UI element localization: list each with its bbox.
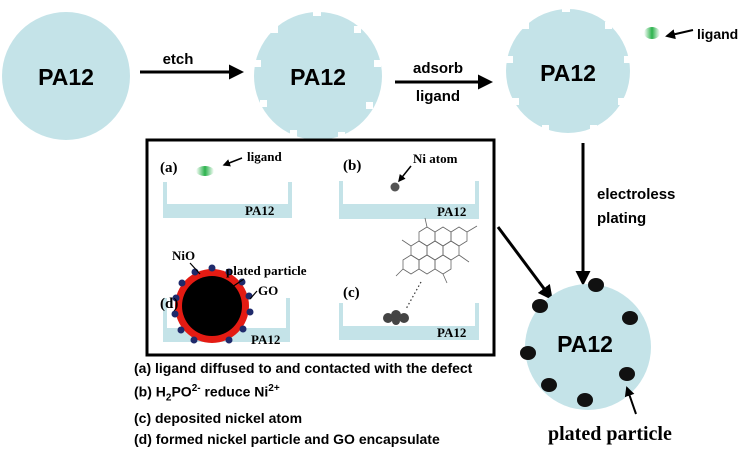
particle-etched-label: PA12 bbox=[290, 64, 346, 90]
nickel-particles bbox=[520, 278, 638, 407]
legend: (a) ligand diffused to and contacted wit… bbox=[134, 358, 554, 449]
particle-plated-label: PA12 bbox=[557, 331, 613, 357]
legend-item-b: (b) H2PO2- reduce Ni2+ bbox=[134, 379, 554, 409]
panel-b-substrate: PA12 bbox=[437, 204, 466, 219]
particle-plain: PA12 bbox=[2, 12, 130, 140]
plating-label-2: plating bbox=[597, 210, 646, 227]
go-label: GO bbox=[258, 283, 278, 298]
panel-a-substrate: PA12 bbox=[245, 203, 274, 218]
legend-b-sup2: 2- bbox=[191, 382, 201, 394]
legend-b-po: PO bbox=[171, 383, 192, 400]
legend-b-reduce: reduce Ni bbox=[200, 383, 269, 400]
panel-b-tag: (b) bbox=[343, 158, 361, 174]
panel-b-label: Ni atom bbox=[413, 151, 458, 166]
particle-ligand-label: PA12 bbox=[540, 60, 596, 86]
legend-b-sub2: 2 bbox=[165, 391, 172, 403]
panel-c-tag: (c) bbox=[343, 285, 360, 301]
panel-d: NiO plated particle GO (d) PA12 bbox=[160, 248, 307, 347]
mechanism-box: (a) ligand PA12 (b) Ni atom PA12 bbox=[145, 138, 496, 357]
particle-plated: PA12 plated particle bbox=[520, 278, 672, 445]
arrow-box-to-final bbox=[496, 226, 553, 301]
ligand-icon bbox=[644, 27, 660, 39]
go-connector bbox=[405, 281, 422, 310]
nickel-core bbox=[182, 276, 242, 336]
panel-b: (b) Ni atom PA12 bbox=[339, 151, 479, 219]
ligand-key-label: ligand bbox=[697, 26, 738, 42]
panel-c: (c) PA12 bbox=[339, 285, 479, 340]
particle-etched: PA12 bbox=[254, 8, 382, 140]
plated-particle-label: plated particle bbox=[548, 423, 672, 445]
legend-b-sup3: 2+ bbox=[268, 382, 280, 394]
legend-item-c: (c) deposited nickel atom bbox=[134, 410, 303, 427]
panel-c-substrate: PA12 bbox=[437, 325, 466, 340]
particle-ligand: PA12 bbox=[506, 5, 631, 133]
plated-particle-small-label: plated particle bbox=[226, 263, 307, 278]
panel-a-label: ligand bbox=[247, 149, 282, 164]
adsorb-ligand-label: ligand bbox=[416, 88, 460, 105]
ligand-key: ligand bbox=[644, 26, 738, 42]
panel-d-substrate: PA12 bbox=[251, 332, 280, 347]
plating-label: electroless bbox=[597, 186, 675, 203]
legend-item-a: (a) ligand diffused to and contacted wit… bbox=[134, 360, 473, 376]
ni-atom bbox=[390, 182, 400, 192]
arrow-etch: etch bbox=[140, 51, 244, 80]
arrow-plating: electroless plating bbox=[575, 143, 675, 286]
arrow-adsorb: adsorb ligand bbox=[395, 60, 493, 105]
graphene-oxide-structure bbox=[395, 217, 478, 284]
panel-a-tag: (a) bbox=[160, 160, 178, 176]
deposited-ni-atoms bbox=[383, 310, 409, 325]
adsorb-label: adsorb bbox=[413, 60, 463, 77]
nio-label: NiO bbox=[172, 248, 195, 263]
panel-a: (a) ligand PA12 bbox=[160, 149, 292, 218]
legend-b-prefix: (b) H bbox=[134, 383, 166, 400]
ligand-icon-a bbox=[196, 166, 214, 176]
legend-item-d: (d) formed nickel particle and GO encaps… bbox=[134, 430, 440, 447]
etch-label: etch bbox=[163, 51, 194, 68]
panel-d-tag: (d) bbox=[160, 296, 178, 312]
particle-plain-label: PA12 bbox=[38, 64, 94, 90]
